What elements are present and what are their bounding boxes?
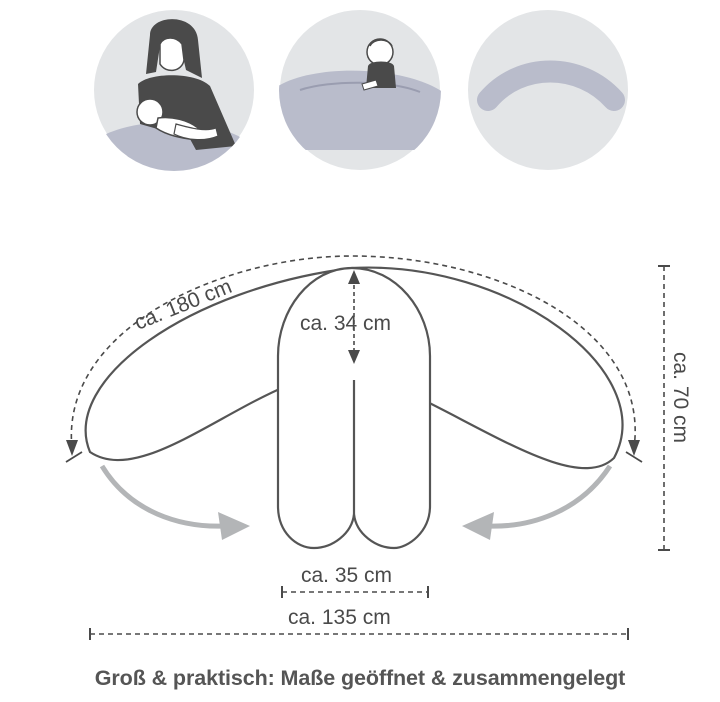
open-width-line [89,628,629,640]
height-dimension-line [658,265,670,551]
length-dimension-arc [65,255,643,463]
pillow-outline-open [84,266,624,470]
pillow-shape-icon [466,8,630,172]
baby-in-pillow-icon [278,8,442,172]
folded-width-line [281,586,429,598]
folded-width-label: ca. 35 cm [301,564,392,587]
depth-dimension-line [348,270,360,364]
open-width-label: ca. 135 cm [288,606,391,629]
depth-label: ca. 34 cm [300,312,391,335]
length-label: ca. 180 cm [131,275,235,335]
pillow-outline-folded [276,266,432,550]
nursing-mother-icon [92,8,256,172]
caption: Groß & praktisch: Maße geöffnet & zusamm… [94,666,626,690]
height-label: ca. 70 cm [669,352,692,443]
fold-arrow-left [99,464,250,540]
fold-arrow-right [462,464,613,540]
